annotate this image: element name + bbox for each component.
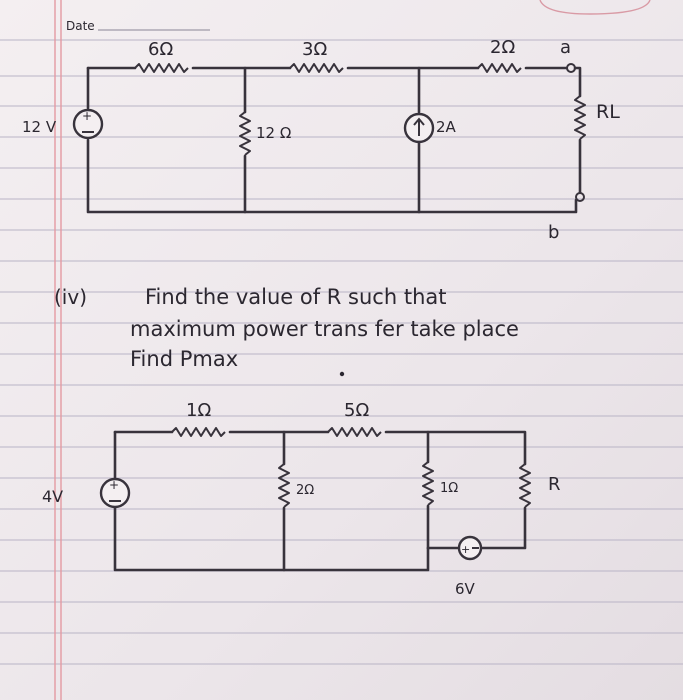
label-5-ohm: 5Ω bbox=[344, 400, 369, 421]
label-4v: 4V bbox=[42, 487, 63, 506]
label-rl: RL bbox=[596, 101, 620, 123]
svg-text:+: + bbox=[82, 109, 92, 123]
circuit-1: + 6Ω 3Ω 2Ω a 12 V 12 Ω 2A RL b bbox=[22, 37, 620, 243]
problem-line-3: Find Pmax bbox=[130, 347, 238, 371]
resistor-6-ohm bbox=[134, 63, 189, 73]
resistor-2-ohm-shunt bbox=[278, 463, 290, 508]
problem-line-2: maximum power trans fer take place bbox=[130, 317, 519, 341]
label-6-ohm: 6Ω bbox=[148, 39, 173, 60]
problem-number: (iv) bbox=[54, 285, 87, 309]
terminal-b bbox=[575, 192, 585, 202]
problem-statement: (iv) Find the value of R such that maxim… bbox=[54, 285, 519, 377]
label-12v: 12 V bbox=[22, 118, 57, 136]
stamp-outline bbox=[539, 0, 651, 15]
label-1-ohm-series: 1Ω bbox=[186, 400, 211, 421]
label-1-ohm-shunt: 1Ω bbox=[440, 481, 458, 496]
resistor-1-ohm-shunt bbox=[422, 461, 434, 506]
date-label: Date bbox=[66, 19, 95, 33]
voltage-source-6v-icon bbox=[457, 535, 483, 561]
voltage-source-12v-icon bbox=[72, 108, 104, 140]
label-2a: 2A bbox=[436, 118, 457, 136]
resistor-load-r bbox=[519, 463, 531, 508]
problem-line-1: Find the value of R such that bbox=[145, 285, 447, 309]
arrow-up-icon bbox=[413, 117, 425, 126]
label-6v: 6V bbox=[455, 580, 476, 598]
label-node-a: a bbox=[560, 37, 571, 58]
svg-text:+: + bbox=[461, 543, 470, 556]
label-12-ohm: 12 Ω bbox=[256, 124, 291, 142]
voltage-source-4v-icon bbox=[99, 477, 131, 509]
circuit-2: + + 1Ω 5Ω 4V 2Ω 1Ω R 6V bbox=[42, 400, 561, 598]
resistor-3-ohm bbox=[289, 63, 344, 73]
period-dot bbox=[339, 371, 345, 377]
resistor-load-rl bbox=[574, 95, 586, 140]
resistor-5-ohm bbox=[327, 427, 382, 437]
resistor-2-ohm bbox=[477, 63, 522, 73]
resistor-12-ohm bbox=[239, 111, 251, 156]
label-2-ohm-shunt: 2Ω bbox=[296, 483, 314, 498]
resistor-1-ohm-series bbox=[171, 427, 226, 437]
label-3-ohm: 3Ω bbox=[302, 39, 327, 60]
label-2-ohm: 2Ω bbox=[490, 37, 515, 58]
svg-text:+: + bbox=[109, 478, 119, 492]
label-load-r: R bbox=[548, 474, 561, 495]
label-node-b: b bbox=[548, 222, 559, 243]
